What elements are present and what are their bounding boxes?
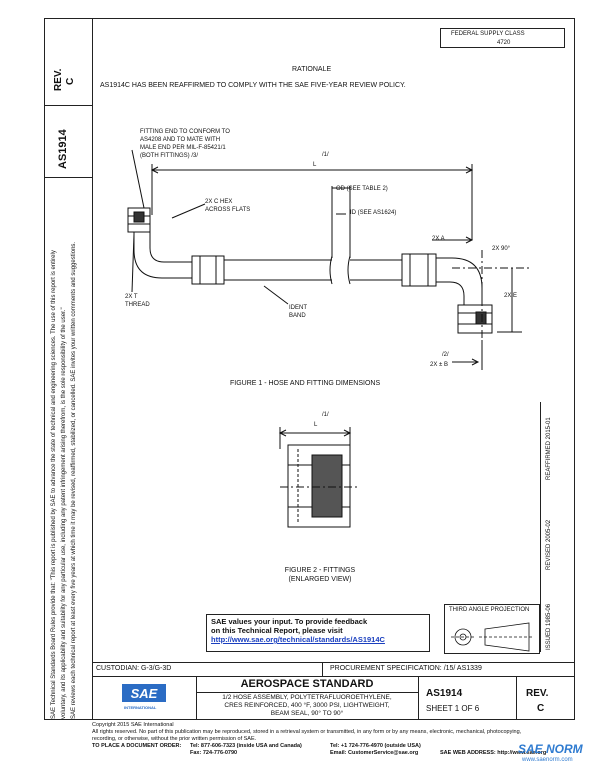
projection-label: THIRD ANGLE PROJECTION — [449, 607, 530, 613]
feedback-link[interactable]: http://www.sae.org/technical/standards/A… — [211, 635, 385, 644]
hex-label: 2X C HEX ACROSS FLATS — [205, 198, 250, 214]
figure2-caption: FIGURE 2 - FITTINGS (ENLARGED VIEW) — [280, 566, 360, 584]
projection-symbol-icon — [451, 622, 533, 652]
r-label: 2X ± B — [430, 362, 448, 368]
fitting-enlarged-drawing — [278, 427, 360, 528]
logo-subtext: INTERNATIONAL — [124, 705, 157, 710]
tel-outside: Tel: +1 724-776-4970 (outside USA) — [330, 743, 421, 749]
feedback-line2: on this Technical Report, please visit — [211, 626, 343, 635]
l-label: L — [313, 162, 317, 168]
fitting-note-line: (BOTH FITTINGS) /3/ — [140, 153, 198, 159]
dim-90: 2X 90° — [492, 246, 511, 252]
disclaimer-line: SAE Technical Standards Board Rules prov… — [51, 250, 57, 719]
od-label: OD (SEE TABLE 2) — [336, 186, 388, 192]
logo-cell: SAE INTERNATIONAL — [92, 676, 196, 720]
feedback-box: SAE values your input. To provide feedba… — [206, 614, 430, 652]
watermark-url: www.saenorm.com — [522, 757, 573, 763]
l-marker: /1/ — [322, 152, 329, 158]
side-panel: REV. C AS1914 SAE Technical Standards Bo… — [44, 18, 92, 720]
disclaimer-line: voluntary, and its applicability and sui… — [61, 307, 67, 719]
main-frame — [92, 18, 575, 720]
rationale-title: RATIONALE — [292, 66, 332, 73]
fitting-note-line: AS4208 AND TO MATE WITH — [140, 137, 221, 143]
rationale-text: AS1914C HAS BEEN REAFFIRMED TO COMPLY WI… — [100, 82, 406, 89]
sheet-number: SHEET 1 OF 6 — [426, 704, 480, 713]
fitting-note-line: MALE END PER MIL-F-85421/1 — [140, 145, 226, 151]
rights-text-2: recording, or otherwise, without the pri… — [92, 736, 257, 742]
watermark-logo: SAE NORM — [518, 742, 583, 756]
figure2-caption-line: (ENLARGED VIEW) — [288, 576, 352, 583]
history-column: ISSUED 1985-06 REVISED 2005-02 REAFFIRME… — [540, 300, 568, 652]
side-rev-label: REV. — [53, 68, 64, 91]
logo-text: SAE — [131, 686, 158, 701]
title-doc-number: AS1914 — [426, 688, 463, 699]
hose-assembly-drawing — [127, 149, 532, 370]
fig2-l-label: L — [314, 422, 318, 428]
description-line: BEAM SEAL, 90° TO 90° — [270, 710, 344, 717]
title-rev-value: C — [537, 703, 545, 714]
thread-label-line: THREAD — [125, 302, 150, 308]
web-address: SAE WEB ADDRESS: http://www.sae.org — [440, 750, 547, 756]
fig2-l-marker: /1/ — [322, 412, 329, 418]
band-label: IDENT BAND — [289, 304, 307, 320]
reaffirmed-date: REAFFIRMED 2015-01 — [546, 417, 552, 480]
thread-label: 2X T THREAD — [125, 293, 150, 309]
order-label: TO PLACE A DOCUMENT ORDER: — [92, 743, 182, 749]
disclaimer-line: SAE reviews each technical report at lea… — [71, 241, 77, 719]
sae-logo-icon: SAE — [122, 684, 166, 702]
title-rev-label: REV. — [526, 688, 549, 699]
band-label-line: BAND — [289, 313, 306, 319]
figure2-caption-line: FIGURE 2 - FITTINGS — [284, 567, 356, 574]
feedback-line1: SAE values your input. To provide feedba… — [211, 617, 368, 626]
email: Email: CustomerService@sae.org — [330, 750, 419, 756]
projection-box: THIRD ANGLE PROJECTION — [444, 604, 540, 654]
band-label-line: IDENT — [289, 305, 307, 311]
side-doc-number: AS1914 — [57, 129, 69, 169]
dim-a: 2X A — [432, 236, 445, 242]
r-marker: /2/ — [442, 352, 449, 358]
figure1-caption: FIGURE 1 - HOSE AND FITTING DIMENSIONS — [230, 380, 381, 387]
hex-label-line: ACROSS FLATS — [205, 207, 251, 213]
issued-date: ISSUED 1985-06 — [546, 603, 552, 650]
fed-supply-label: FEDERAL SUPPLY CLASS — [451, 31, 525, 37]
dim-e: 2X E — [504, 293, 518, 299]
copyright: Copyright 2015 SAE International — [92, 722, 174, 728]
fax: Fax: 724-776-0790 — [190, 750, 238, 756]
footer: Copyright 2015 SAE International All rig… — [92, 722, 562, 757]
standard-description: 1/2 HOSE ASSEMBLY, POLYTETRAFLUOROETHYLE… — [196, 694, 418, 718]
procurement-spec: PROCUREMENT SPECIFICATION: /15/ AS1339 — [330, 665, 482, 672]
side-rev-value: C — [65, 77, 76, 85]
tel-usa: Tel: 877-606-7323 (inside USA and Canada… — [190, 743, 302, 749]
description-line: 1/2 HOSE ASSEMBLY, POLYTETRAFLUOROETHYLE… — [222, 694, 392, 701]
fed-class-value: 4720 — [497, 40, 511, 46]
description-line: CRES REINFORCED, 400 °F, 3000 PSI, LIGHT… — [224, 702, 390, 709]
custodian: CUSTODIAN: G-3/G-3D — [96, 665, 172, 672]
fitting-note: FITTING END TO CONFORM TO AS4208 AND TO … — [140, 128, 230, 160]
thread-label-line: 2X T — [125, 294, 138, 300]
id-label: ID (SEE AS1624) — [350, 210, 397, 216]
rights-text: All rights reserved. No part of this pub… — [92, 729, 522, 735]
fitting-note-line: FITTING END TO CONFORM TO — [140, 129, 230, 135]
standard-heading: AEROSPACE STANDARD — [240, 678, 374, 690]
federal-supply-box: FEDERAL SUPPLY CLASS 4720 — [440, 28, 565, 48]
hex-label-line: 2X C HEX — [205, 199, 233, 205]
revised-date: REVISED 2005-02 — [546, 519, 552, 570]
